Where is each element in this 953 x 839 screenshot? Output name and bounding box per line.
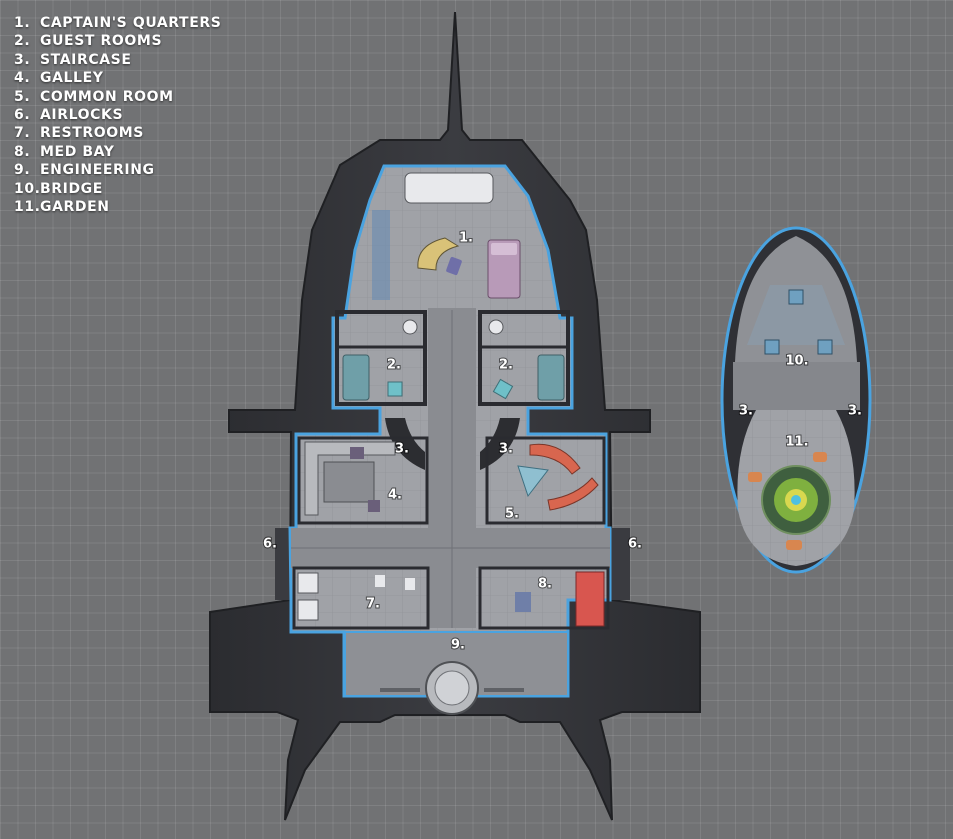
legend-item: 8. MED BAY bbox=[14, 143, 221, 161]
legend-number: 3. bbox=[14, 51, 31, 68]
legend-name: RESTROOMS bbox=[40, 125, 144, 142]
legend-name: GUEST ROOMS bbox=[40, 33, 163, 50]
legend-number: 2. bbox=[14, 33, 31, 50]
legend-item: 6. AIRLOCKS bbox=[14, 106, 221, 124]
room-legend: 1. CAPTAIN'S QUARTERS 2. GUEST ROOMS 3. STA… bbox=[14, 14, 221, 216]
legend-item: 9. ENGINEERING bbox=[14, 161, 221, 179]
legend-item: 2. GUEST ROOMS bbox=[14, 32, 221, 50]
legend-number: 6. bbox=[14, 107, 31, 124]
label-garden: 11. bbox=[785, 435, 808, 450]
label-bridge: 10. bbox=[785, 354, 808, 369]
legend-name: AIRLOCKS bbox=[40, 107, 124, 124]
legend-number: 11. bbox=[14, 199, 41, 216]
engineering bbox=[344, 631, 569, 715]
label-engineering: 9. bbox=[451, 638, 465, 653]
legend-number: 1. bbox=[14, 15, 31, 31]
label-airlock-right: 6. bbox=[628, 537, 642, 552]
legend-number: 7. bbox=[14, 125, 31, 142]
label-deck2-staircase-right: 3. bbox=[848, 404, 862, 419]
legend-name: GALLEY bbox=[40, 70, 104, 87]
label-staircase-left: 3. bbox=[395, 442, 409, 457]
label-med-bay: 8. bbox=[538, 577, 552, 592]
label-guest-room-right: 2. bbox=[499, 358, 513, 373]
label-common-room: 5. bbox=[505, 507, 519, 522]
legend-number: 5. bbox=[14, 88, 31, 105]
legend-name: STAIRCASE bbox=[40, 51, 132, 68]
legend-item: 11.GARDEN bbox=[14, 198, 221, 216]
label-galley: 4. bbox=[388, 488, 402, 503]
legend-number: 8. bbox=[14, 143, 31, 160]
legend-name: CAPTAIN'S QUARTERS bbox=[40, 15, 222, 31]
legend-name: BRIDGE bbox=[40, 180, 103, 197]
bridge bbox=[747, 285, 845, 355]
med-bay bbox=[478, 566, 610, 630]
staircase-left bbox=[385, 418, 425, 470]
legend-item: 4. GALLEY bbox=[14, 69, 221, 87]
restrooms bbox=[292, 566, 430, 630]
legend-name: ENGINEERING bbox=[40, 162, 155, 179]
label-restrooms: 7. bbox=[366, 597, 380, 612]
common-room bbox=[485, 436, 606, 525]
legend-item: 3. STAIRCASE bbox=[14, 51, 221, 69]
legend-name: COMMON ROOM bbox=[40, 88, 174, 105]
legend-number: 9. bbox=[14, 162, 31, 179]
legend-name: GARDEN bbox=[40, 199, 110, 216]
airlock-left-stub bbox=[275, 528, 293, 600]
garden bbox=[748, 452, 831, 550]
galley bbox=[297, 436, 429, 525]
legend-item: 10.BRIDGE bbox=[14, 180, 221, 198]
label-staircase-right: 3. bbox=[499, 442, 513, 457]
label-captains-quarters: 1. bbox=[459, 231, 473, 246]
legend-item: 5. COMMON ROOM bbox=[14, 88, 221, 106]
label-deck2-staircase-left: 3. bbox=[739, 404, 753, 419]
airlock-right-stub bbox=[610, 528, 630, 600]
legend-item: 1. CAPTAIN'S QUARTERS bbox=[14, 14, 221, 32]
label-airlock-left: 6. bbox=[263, 537, 277, 552]
legend-number: 4. bbox=[14, 70, 31, 87]
staircase-right bbox=[480, 418, 520, 470]
legend-number: 10. bbox=[14, 180, 41, 197]
legend-name: MED BAY bbox=[40, 143, 115, 160]
legend-item: 7. RESTROOMS bbox=[14, 124, 221, 142]
guest-room-left bbox=[335, 310, 427, 406]
captains-quarters bbox=[372, 172, 521, 300]
guest-room-right bbox=[478, 310, 570, 406]
label-guest-room-left: 2. bbox=[387, 358, 401, 373]
